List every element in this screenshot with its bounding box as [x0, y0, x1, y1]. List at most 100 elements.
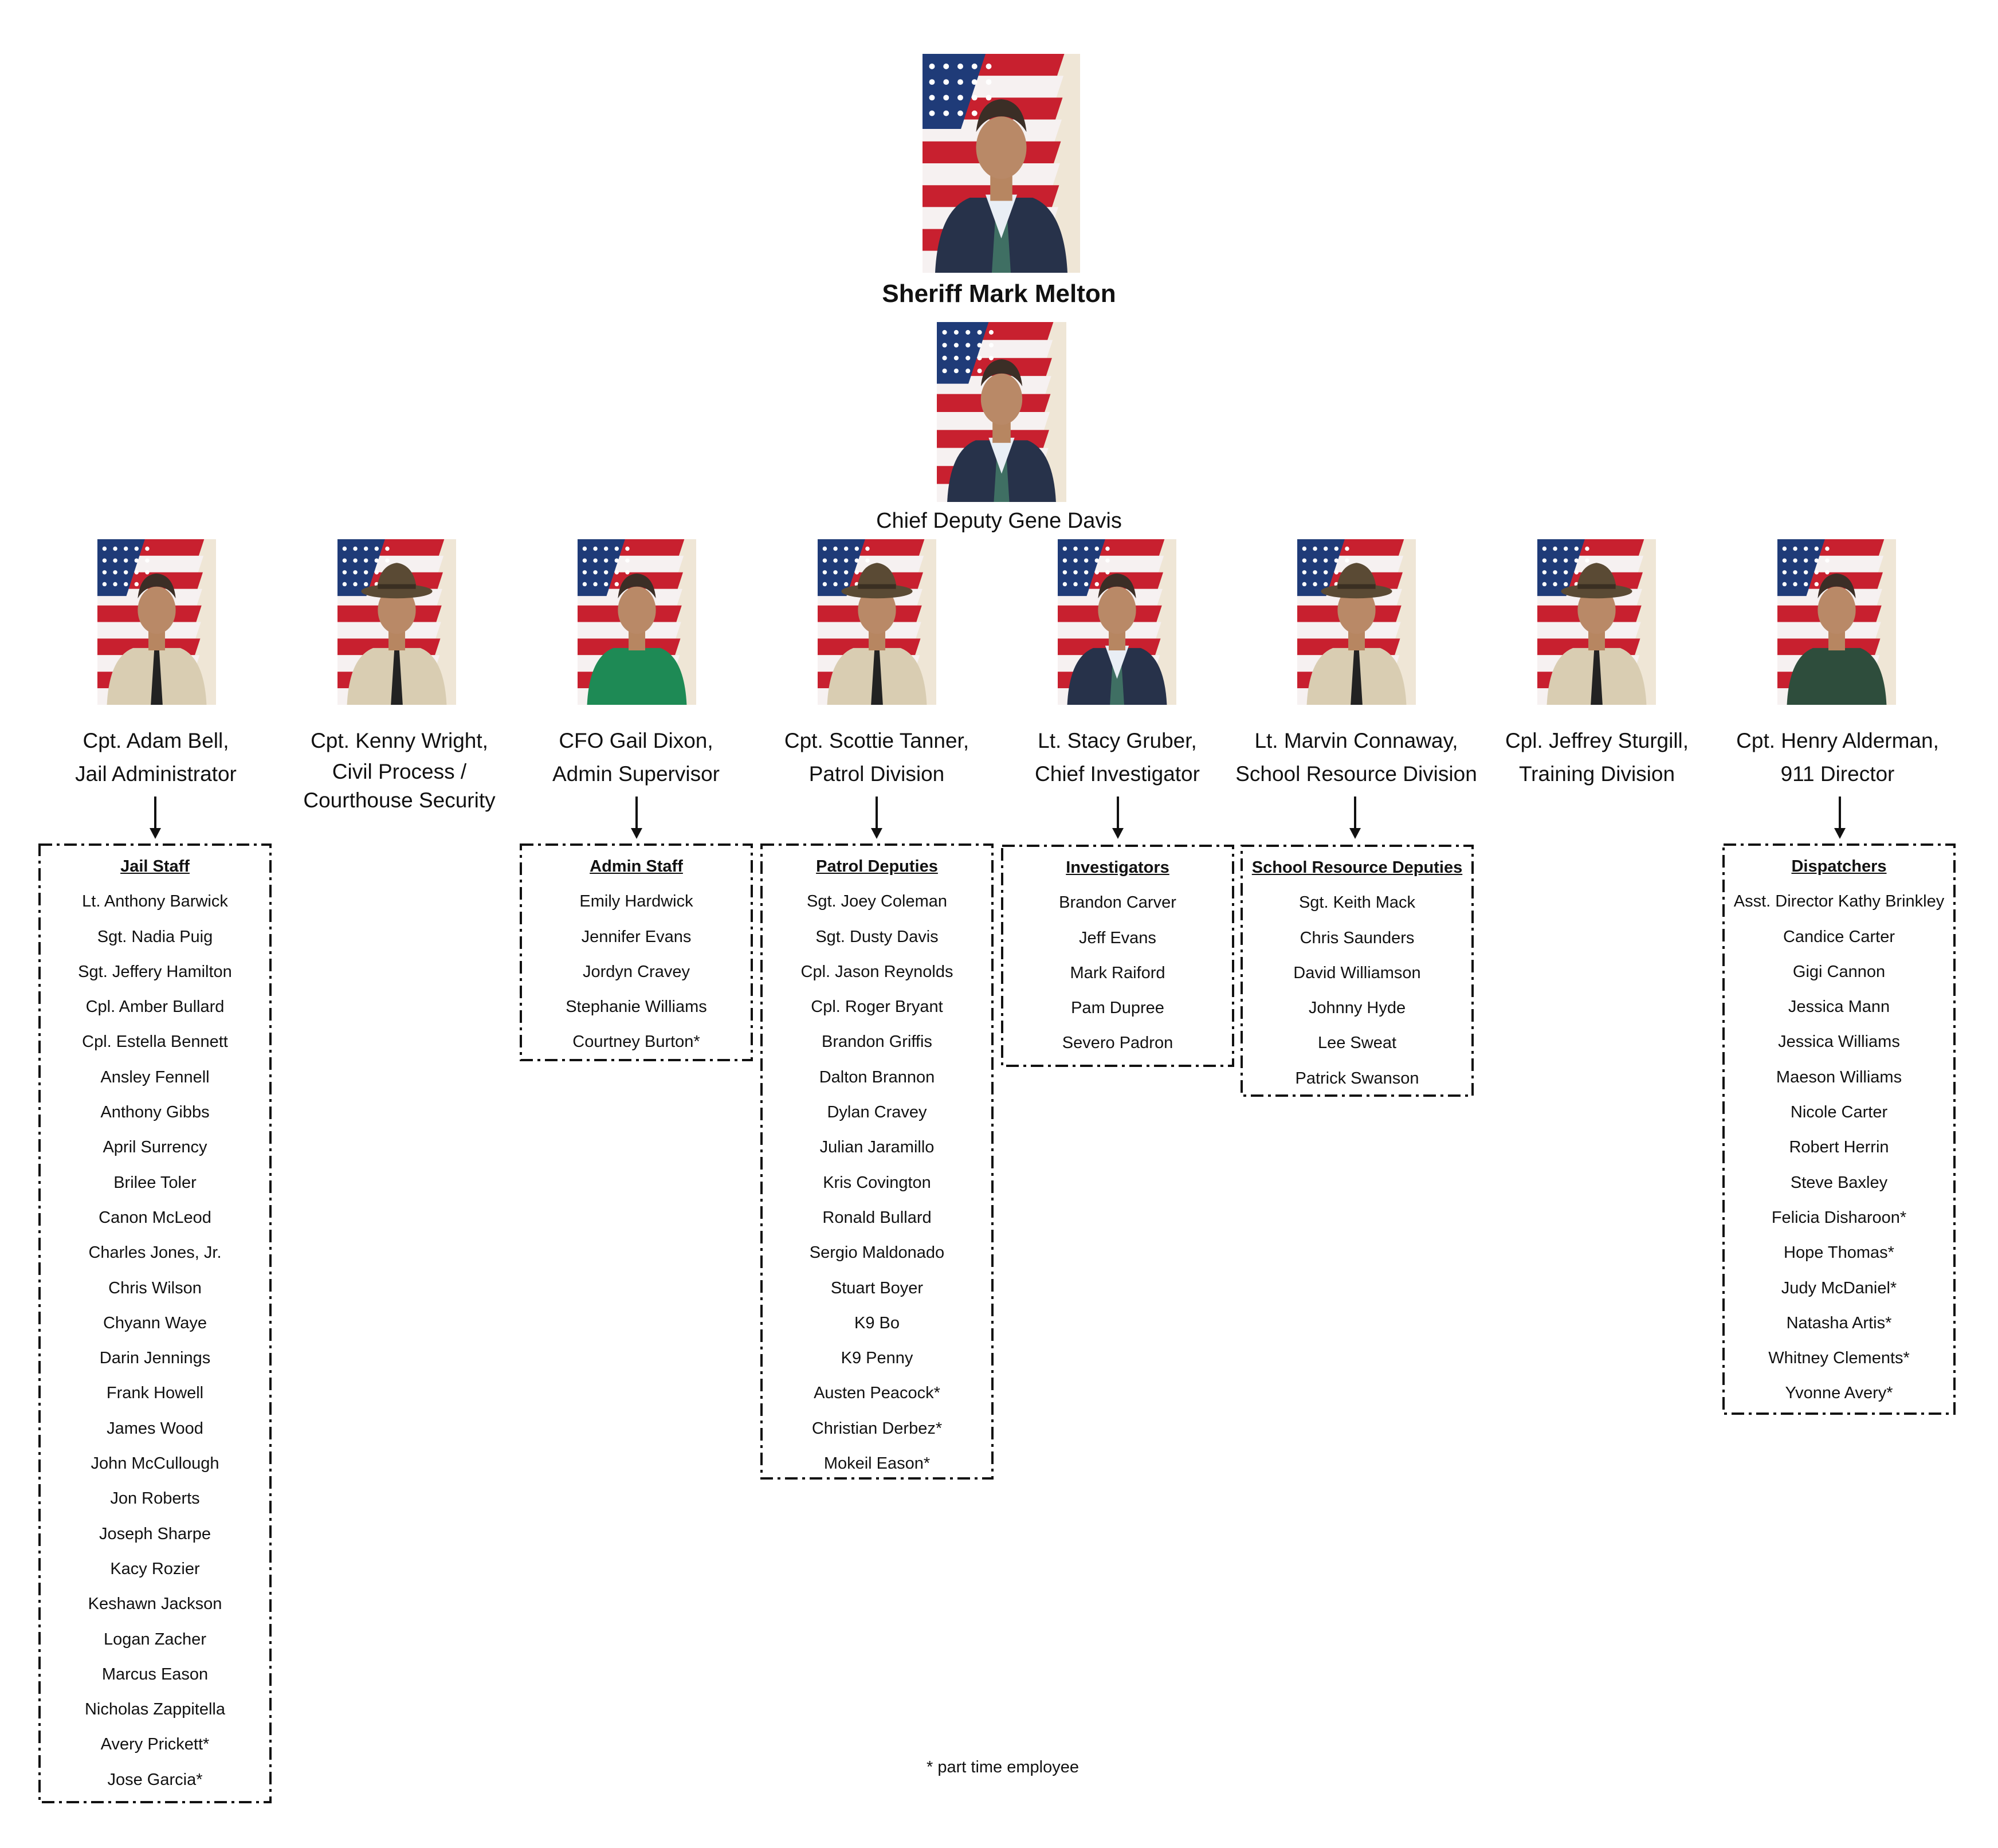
- staff-member: Cpl. Estella Bennett: [82, 1033, 228, 1051]
- division-photo-dispatch: [1777, 539, 1896, 705]
- staff-member: Pam Dupree: [1071, 999, 1164, 1018]
- staff-member: Keshawn Jackson: [88, 1595, 222, 1614]
- dashdot-border: [1722, 843, 1956, 1415]
- staff-member: Steve Baxley: [1790, 1173, 1888, 1192]
- staff-header: Dispatchers: [1791, 857, 1887, 876]
- division-photo-invest: [1058, 539, 1176, 705]
- staff-member: Patrick Swanson: [1295, 1069, 1419, 1088]
- staff-member: Robert Herrin: [1789, 1138, 1889, 1157]
- staff-member: Chris Wilson: [108, 1278, 202, 1297]
- chief-deputy-photo: [937, 322, 1066, 502]
- staff-header: Patrol Deputies: [816, 857, 938, 876]
- dashdot-border: [38, 843, 272, 1803]
- staff-member: Kacy Rozier: [110, 1559, 200, 1578]
- staff-member: David Williamson: [1293, 963, 1421, 982]
- dashdot-border: [1001, 845, 1234, 1067]
- division-photo-training: [1537, 539, 1656, 705]
- division-photo-admin: [578, 539, 696, 705]
- staff-member: Charles Jones, Jr.: [88, 1243, 222, 1262]
- staff-member: Canon McLeod: [99, 1208, 211, 1227]
- staff-member: Jennifer Evans: [581, 927, 692, 946]
- staff-member: Emily Hardwick: [579, 892, 693, 911]
- staff-header: Jail Staff: [120, 857, 190, 876]
- dashdot-border: [520, 843, 753, 1061]
- division-role: 911 Director: [1780, 762, 1895, 786]
- staff-header: Admin Staff: [590, 857, 683, 876]
- staff-member: Hope Thomas*: [1784, 1243, 1894, 1262]
- division-photo-school: [1297, 539, 1416, 705]
- staff-member: Sgt. Nadia Puig: [97, 927, 213, 946]
- division-caption-civil: Cpt. Kenny Wright, Civil Process / Court…: [268, 724, 531, 815]
- staff-header: Investigators: [1066, 858, 1169, 877]
- staff-member: Brandon Griffis: [822, 1033, 932, 1051]
- staff-member: Gigi Cannon: [1792, 962, 1886, 981]
- staff-member: Cpl. Amber Bullard: [85, 998, 225, 1017]
- staff-member: Jessica Williams: [1778, 1033, 1900, 1051]
- arrow-down-dispatch: [1831, 797, 1848, 839]
- division-photo-jail: [97, 539, 216, 705]
- staff-member: Kris Covington: [823, 1173, 931, 1192]
- staff-member: Christian Derbez*: [811, 1419, 943, 1438]
- staff-member: John McCullough: [91, 1454, 219, 1473]
- staff-member: Anthony Gibbs: [100, 1103, 210, 1122]
- staff-member: Lt. Anthony Barwick: [82, 892, 228, 911]
- staff-member: Maeson Williams: [1776, 1068, 1902, 1086]
- staff-member: Dylan Cravey: [827, 1103, 927, 1122]
- division-photo-patrol: [818, 539, 936, 705]
- staff-member: Sgt. Keith Mack: [1298, 893, 1416, 912]
- division-caption-jail: Cpt. Adam Bell, Jail Administrator: [24, 724, 288, 791]
- dashdot-border: [1241, 845, 1474, 1097]
- division-role: Chief Investigator: [1035, 762, 1200, 786]
- staff-member: Julian Jaramillo: [819, 1138, 935, 1157]
- division-role: Jail Administrator: [75, 762, 237, 786]
- staff-member: Stephanie Williams: [566, 998, 707, 1017]
- staff-member: Sergio Maldonado: [809, 1243, 945, 1262]
- staff-header: School Resource Deputies: [1251, 858, 1463, 877]
- division-title: Cpt. Henry Alderman,: [1736, 729, 1939, 752]
- staff-member: Avery Prickett*: [100, 1735, 210, 1754]
- sheriff-name: Sheriff Mark Melton: [882, 280, 1116, 308]
- chief-deputy-name: Chief Deputy Gene Davis: [876, 509, 1122, 533]
- staff-member: Natasha Artis*: [1786, 1313, 1892, 1332]
- staff-member: Stuart Boyer: [830, 1278, 924, 1297]
- division-role: Patrol Division: [808, 762, 945, 786]
- staff-member: Lee Sweat: [1317, 1034, 1397, 1053]
- staff-member: Jon Roberts: [110, 1489, 200, 1508]
- division-role: Civil Process /: [332, 760, 467, 783]
- staff-member: Logan Zacher: [104, 1630, 206, 1649]
- staff-member: Yvonne Avery*: [1785, 1384, 1893, 1403]
- arrow-down-patrol: [868, 797, 885, 839]
- division-title: Cpl. Jeffrey Sturgill,: [1505, 729, 1689, 752]
- staff-member: Mokeil Eason*: [823, 1454, 931, 1473]
- division-caption-dispatch: Cpt. Henry Alderman, 911 Director: [1706, 724, 1969, 791]
- staff-member: Whitney Clements*: [1768, 1349, 1910, 1368]
- division-caption-school: Lt. Marvin Connaway, School Resource Div…: [1224, 724, 1488, 791]
- staff-member: Jeff Evans: [1079, 928, 1156, 947]
- division-photo-civil: [337, 539, 456, 705]
- division-title: Lt. Marvin Connaway,: [1254, 729, 1458, 752]
- staff-member: Felicia Disharoon*: [1771, 1208, 1907, 1227]
- division-title: CFO Gail Dixon,: [559, 729, 713, 752]
- staff-member: Jessica Mann: [1788, 998, 1890, 1017]
- arrow-down-school: [1347, 797, 1364, 839]
- staff-member: Chyann Waye: [103, 1313, 207, 1332]
- staff-member: Sgt. Joey Coleman: [806, 892, 947, 911]
- staff-member: Courtney Burton*: [572, 1033, 700, 1051]
- staff-member: Johnny Hyde: [1308, 999, 1406, 1018]
- staff-member: Asst. Director Kathy Brinkley: [1733, 892, 1945, 911]
- staff-member: Judy McDaniel*: [1781, 1278, 1897, 1297]
- staff-member: Ansley Fennell: [100, 1068, 210, 1086]
- staff-member: Darin Jennings: [99, 1349, 211, 1368]
- staff-member: Brandon Carver: [1059, 893, 1176, 912]
- division-role: Admin Supervisor: [552, 762, 720, 786]
- staff-member: Ronald Bullard: [822, 1208, 932, 1227]
